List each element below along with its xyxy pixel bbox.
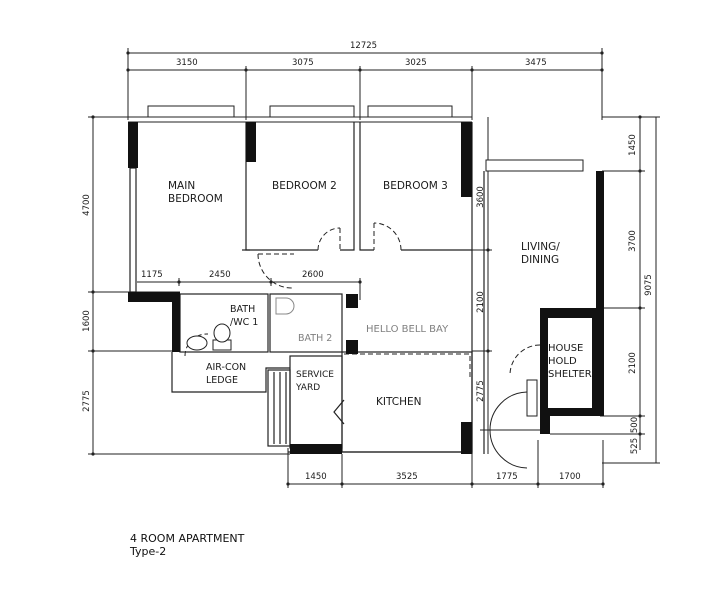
- dim-bottom-2: 3525: [396, 472, 418, 482]
- dim-left-1: 4700: [81, 194, 92, 216]
- dim-right-inner-2: 2100: [475, 291, 486, 313]
- room-main-bedroom: MAIN BEDROOM: [168, 180, 223, 205]
- room-bath-wc1: BATH /WC 1: [230, 304, 259, 328]
- ghost-label: HELLO BELL BAY: [366, 324, 449, 335]
- room-bath-2: BATH 2: [298, 333, 333, 344]
- room-household-shelter: HOUSE HOLD SHELTER: [548, 343, 592, 380]
- dim-top-1: 3150: [176, 58, 198, 68]
- dim-mid-3: 2600: [302, 270, 324, 280]
- dim-top-3: 3025: [405, 58, 427, 68]
- room-bedroom-2: BEDROOM 2: [272, 180, 337, 192]
- room-bedroom-3: BEDROOM 3: [383, 180, 448, 192]
- dim-right-inner-1: 3600: [475, 186, 486, 208]
- dim-right-inner-3: 2775: [475, 380, 486, 402]
- plan-title: 4 ROOM APARTMENT: [130, 532, 245, 545]
- room-living-dining: LIVING/ DINING: [521, 241, 560, 266]
- dim-left-3: 2775: [81, 390, 92, 412]
- dim-bottom-3: 1775: [496, 472, 518, 482]
- plan-subtitle: Type-2: [130, 545, 167, 558]
- dim-mid-2: 2450: [209, 270, 231, 280]
- dim-bottom-1: 1450: [305, 472, 327, 482]
- dim-top-4: 3475: [525, 58, 547, 68]
- dim-top-total: 12725: [350, 41, 378, 51]
- dim-right-4: 500: [630, 416, 641, 434]
- dim-right-3: 2100: [627, 352, 638, 374]
- dim-right-1: 1450: [627, 134, 638, 156]
- dim-right-2: 3700: [627, 230, 638, 252]
- dim-bottom-4: 1700: [559, 472, 581, 482]
- room-aircon-ledge: AIR-CON LEDGE: [206, 362, 247, 386]
- room-service-yard: SERVICE YARD: [296, 370, 334, 393]
- dim-right-total: 9075: [643, 274, 654, 296]
- room-kitchen: KITCHEN: [376, 396, 422, 408]
- dim-top-2: 3075: [292, 58, 314, 68]
- dim-mid-1: 1175: [141, 270, 163, 280]
- dim-right-5: 525: [630, 437, 641, 455]
- dim-left-2: 1600: [81, 310, 92, 332]
